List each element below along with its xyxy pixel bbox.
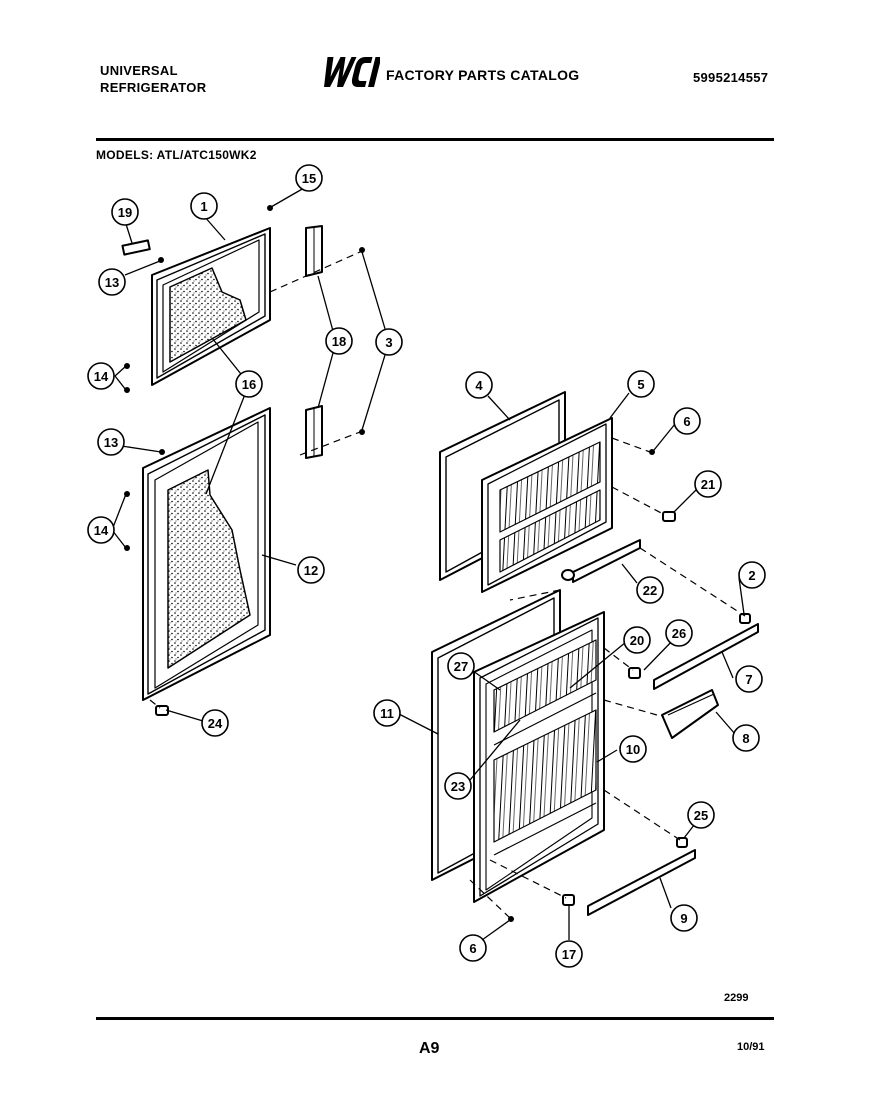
svg-text:16: 16 xyxy=(242,377,256,392)
callout-13-upper: 13 xyxy=(98,268,126,296)
svg-text:20: 20 xyxy=(630,633,644,648)
callout-12: 12 xyxy=(297,556,325,584)
callout-14-lower: 14 xyxy=(87,516,115,544)
svg-text:22: 22 xyxy=(643,583,657,598)
shelf-end-bracket xyxy=(662,511,676,522)
brand-name-line1: UNIVERSAL xyxy=(100,63,178,78)
freezer-shelf-end-cap xyxy=(561,569,575,581)
door-rail-upper xyxy=(653,623,759,690)
callout-22: 22 xyxy=(636,576,664,604)
callout-9: 9 xyxy=(670,904,698,932)
callout-27: 27 xyxy=(447,652,475,680)
svg-text:19: 19 xyxy=(118,205,132,220)
catalog-part-number: 5995214557 xyxy=(693,70,769,85)
fresh-food-door-insulation xyxy=(167,469,251,669)
svg-text:11: 11 xyxy=(380,706,394,721)
callout-6-lower: 6 xyxy=(459,934,487,962)
svg-text:2: 2 xyxy=(748,568,755,583)
svg-text:13: 13 xyxy=(104,435,118,450)
lower-rail-end-cap xyxy=(562,894,575,906)
callout-25: 25 xyxy=(687,801,715,829)
callout-19: 19 xyxy=(111,198,139,226)
svg-text:13: 13 xyxy=(105,275,119,290)
callout-14-upper: 14 xyxy=(87,362,115,390)
svg-text:23: 23 xyxy=(451,779,465,794)
models-label: MODELS: ATL/ATC150WK2 xyxy=(96,148,257,162)
header-rule xyxy=(96,138,774,141)
rail-end-clip xyxy=(739,613,751,624)
callout-18: 18 xyxy=(325,327,353,355)
callout-24: 24 xyxy=(201,709,229,737)
callout-15: 15 xyxy=(295,164,323,192)
svg-text:21: 21 xyxy=(701,477,715,492)
svg-text:10: 10 xyxy=(626,742,640,757)
svg-text:18: 18 xyxy=(332,334,346,349)
callout-8: 8 xyxy=(732,724,760,752)
svg-text:6: 6 xyxy=(683,414,690,429)
freezer-door-insulation xyxy=(169,267,247,363)
svg-text:8: 8 xyxy=(742,731,749,746)
callout-4: 4 xyxy=(465,371,493,399)
callout-11: 11 xyxy=(373,699,401,727)
fresh-food-door-liner xyxy=(473,611,605,903)
svg-text:12: 12 xyxy=(304,563,318,578)
svg-text:9: 9 xyxy=(680,911,687,926)
handle-trim-upper xyxy=(305,225,323,277)
rail-end-cap xyxy=(628,667,641,679)
hinge-cover xyxy=(121,239,151,256)
svg-text:7: 7 xyxy=(745,672,752,687)
figure-number: 2299 xyxy=(724,992,749,1004)
svg-text:15: 15 xyxy=(302,171,316,186)
svg-text:27: 27 xyxy=(454,659,468,674)
callout-17: 17 xyxy=(555,940,583,968)
fresh-food-door-outer-panel xyxy=(142,407,271,701)
callout-2: 2 xyxy=(738,561,766,589)
door-rail-lower xyxy=(587,849,696,916)
svg-text:26: 26 xyxy=(672,626,686,641)
callout-23: 23 xyxy=(444,772,472,800)
catalog-title: FACTORY PARTS CATALOG xyxy=(386,67,580,83)
svg-text:14: 14 xyxy=(94,369,109,384)
callout-16: 16 xyxy=(235,370,263,398)
dairy-bin-cover xyxy=(661,689,719,739)
svg-text:25: 25 xyxy=(694,808,708,823)
footer-rule xyxy=(96,1017,774,1020)
callout-5: 5 xyxy=(627,370,655,398)
catalog-date: 10/91 xyxy=(737,1041,765,1053)
callout-3: 3 xyxy=(375,328,403,356)
freezer-door-outer-panel xyxy=(151,227,271,386)
callout-6-upper: 6 xyxy=(673,407,701,435)
freezer-door-liner xyxy=(481,417,613,593)
brand-name-line2: REFRIGERATOR xyxy=(100,80,207,95)
freezer-shelf-bar xyxy=(572,539,641,583)
callout-1: 1 xyxy=(190,192,218,220)
svg-text:14: 14 xyxy=(94,523,109,538)
callout-21: 21 xyxy=(694,470,722,498)
svg-text:3: 3 xyxy=(385,335,392,350)
svg-text:6: 6 xyxy=(469,941,476,956)
page-id: A9 xyxy=(419,1040,440,1057)
callout-7: 7 xyxy=(735,665,763,693)
svg-text:4: 4 xyxy=(475,378,483,393)
handle-trim-lower xyxy=(305,405,323,459)
assembly-lines xyxy=(149,251,746,919)
callout-13-lower: 13 xyxy=(97,428,125,456)
callout-20: 20 xyxy=(623,626,651,654)
callout-26: 26 xyxy=(665,619,693,647)
svg-text:5: 5 xyxy=(637,377,644,392)
callout-10: 10 xyxy=(619,735,647,763)
svg-text:24: 24 xyxy=(208,716,223,731)
wci-logo xyxy=(324,57,380,87)
svg-text:1: 1 xyxy=(200,199,207,214)
leader-lines xyxy=(111,187,745,941)
svg-text:17: 17 xyxy=(562,947,576,962)
